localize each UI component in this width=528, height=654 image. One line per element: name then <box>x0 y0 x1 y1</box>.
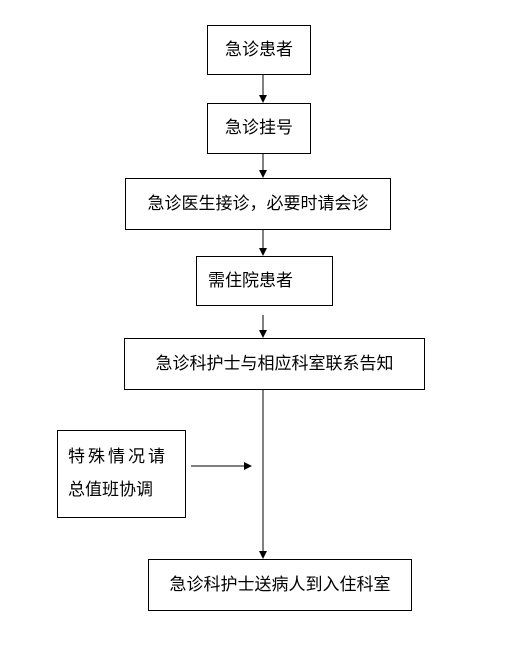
node-doctor-consultation: 急诊医生接诊，必要时请会诊 <box>125 178 391 230</box>
node-special-case-coordination: 特殊情况请 总值班协调 <box>57 430 186 518</box>
node-nurse-escort-patient-label: 急诊科护士送病人到入住科室 <box>169 574 391 595</box>
node-emergency-registration: 急诊挂号 <box>207 103 311 154</box>
node-nurse-contact-department-label: 急诊科护士与相应科室联系告知 <box>155 353 394 374</box>
special-case-line1: 特殊情况请 <box>68 447 168 467</box>
node-needs-admission: 需住院患者 <box>196 256 333 306</box>
node-needs-admission-label: 需住院患者 <box>208 270 293 291</box>
node-emergency-patient: 急诊患者 <box>207 25 311 75</box>
node-emergency-patient-label: 急诊患者 <box>225 39 293 60</box>
node-emergency-registration-label: 急诊挂号 <box>225 118 293 138</box>
node-nurse-contact-department: 急诊科护士与相应科室联系告知 <box>124 338 425 390</box>
node-doctor-consultation-label: 急诊医生接诊，必要时请会诊 <box>147 193 369 214</box>
node-nurse-escort-patient: 急诊科护士送病人到入住科室 <box>148 559 412 611</box>
special-case-line2: 总值班协调 <box>68 480 153 500</box>
